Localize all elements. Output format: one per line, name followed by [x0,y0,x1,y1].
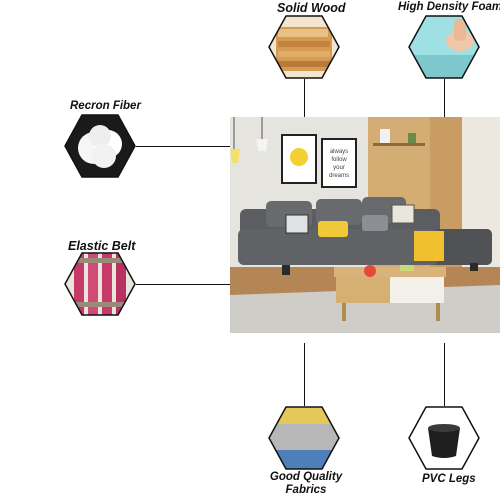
connector-pvc [444,343,445,406]
label-good-quality-fabrics: Good Quality Fabrics [265,471,347,497]
poster-text: always [330,149,348,155]
foam-hexagon [408,15,480,79]
label-solid-wood: Solid Wood [277,1,346,15]
label-high-density-foam: High Density Foam [398,1,500,13]
elastic-belt-hexagon [64,252,136,316]
label-good-quality-line1: Good Quality [269,471,343,483]
label-elastic-belt: Elastic Belt [68,239,136,253]
recron-fiber-hexagon [64,114,136,178]
connector-elastic [136,284,230,285]
label-good-quality-line2: Fabrics [285,484,327,496]
pvc-legs-hexagon [408,406,480,470]
sofa-room-photo: always follow your dreams [230,117,500,333]
svg-text:follow: follow [331,157,347,163]
connector-recron [136,146,230,147]
svg-text:dreams: dreams [329,173,349,179]
connector-fabrics [304,343,305,406]
svg-text:your: your [333,165,345,171]
label-pvc-legs: PVC Legs [422,473,476,485]
connector-solid-wood [304,79,305,117]
fabrics-hexagon [268,406,340,470]
label-recron-fiber: Recron Fiber [70,100,141,112]
solid-wood-hexagon [268,15,340,79]
connector-foam [444,79,445,117]
